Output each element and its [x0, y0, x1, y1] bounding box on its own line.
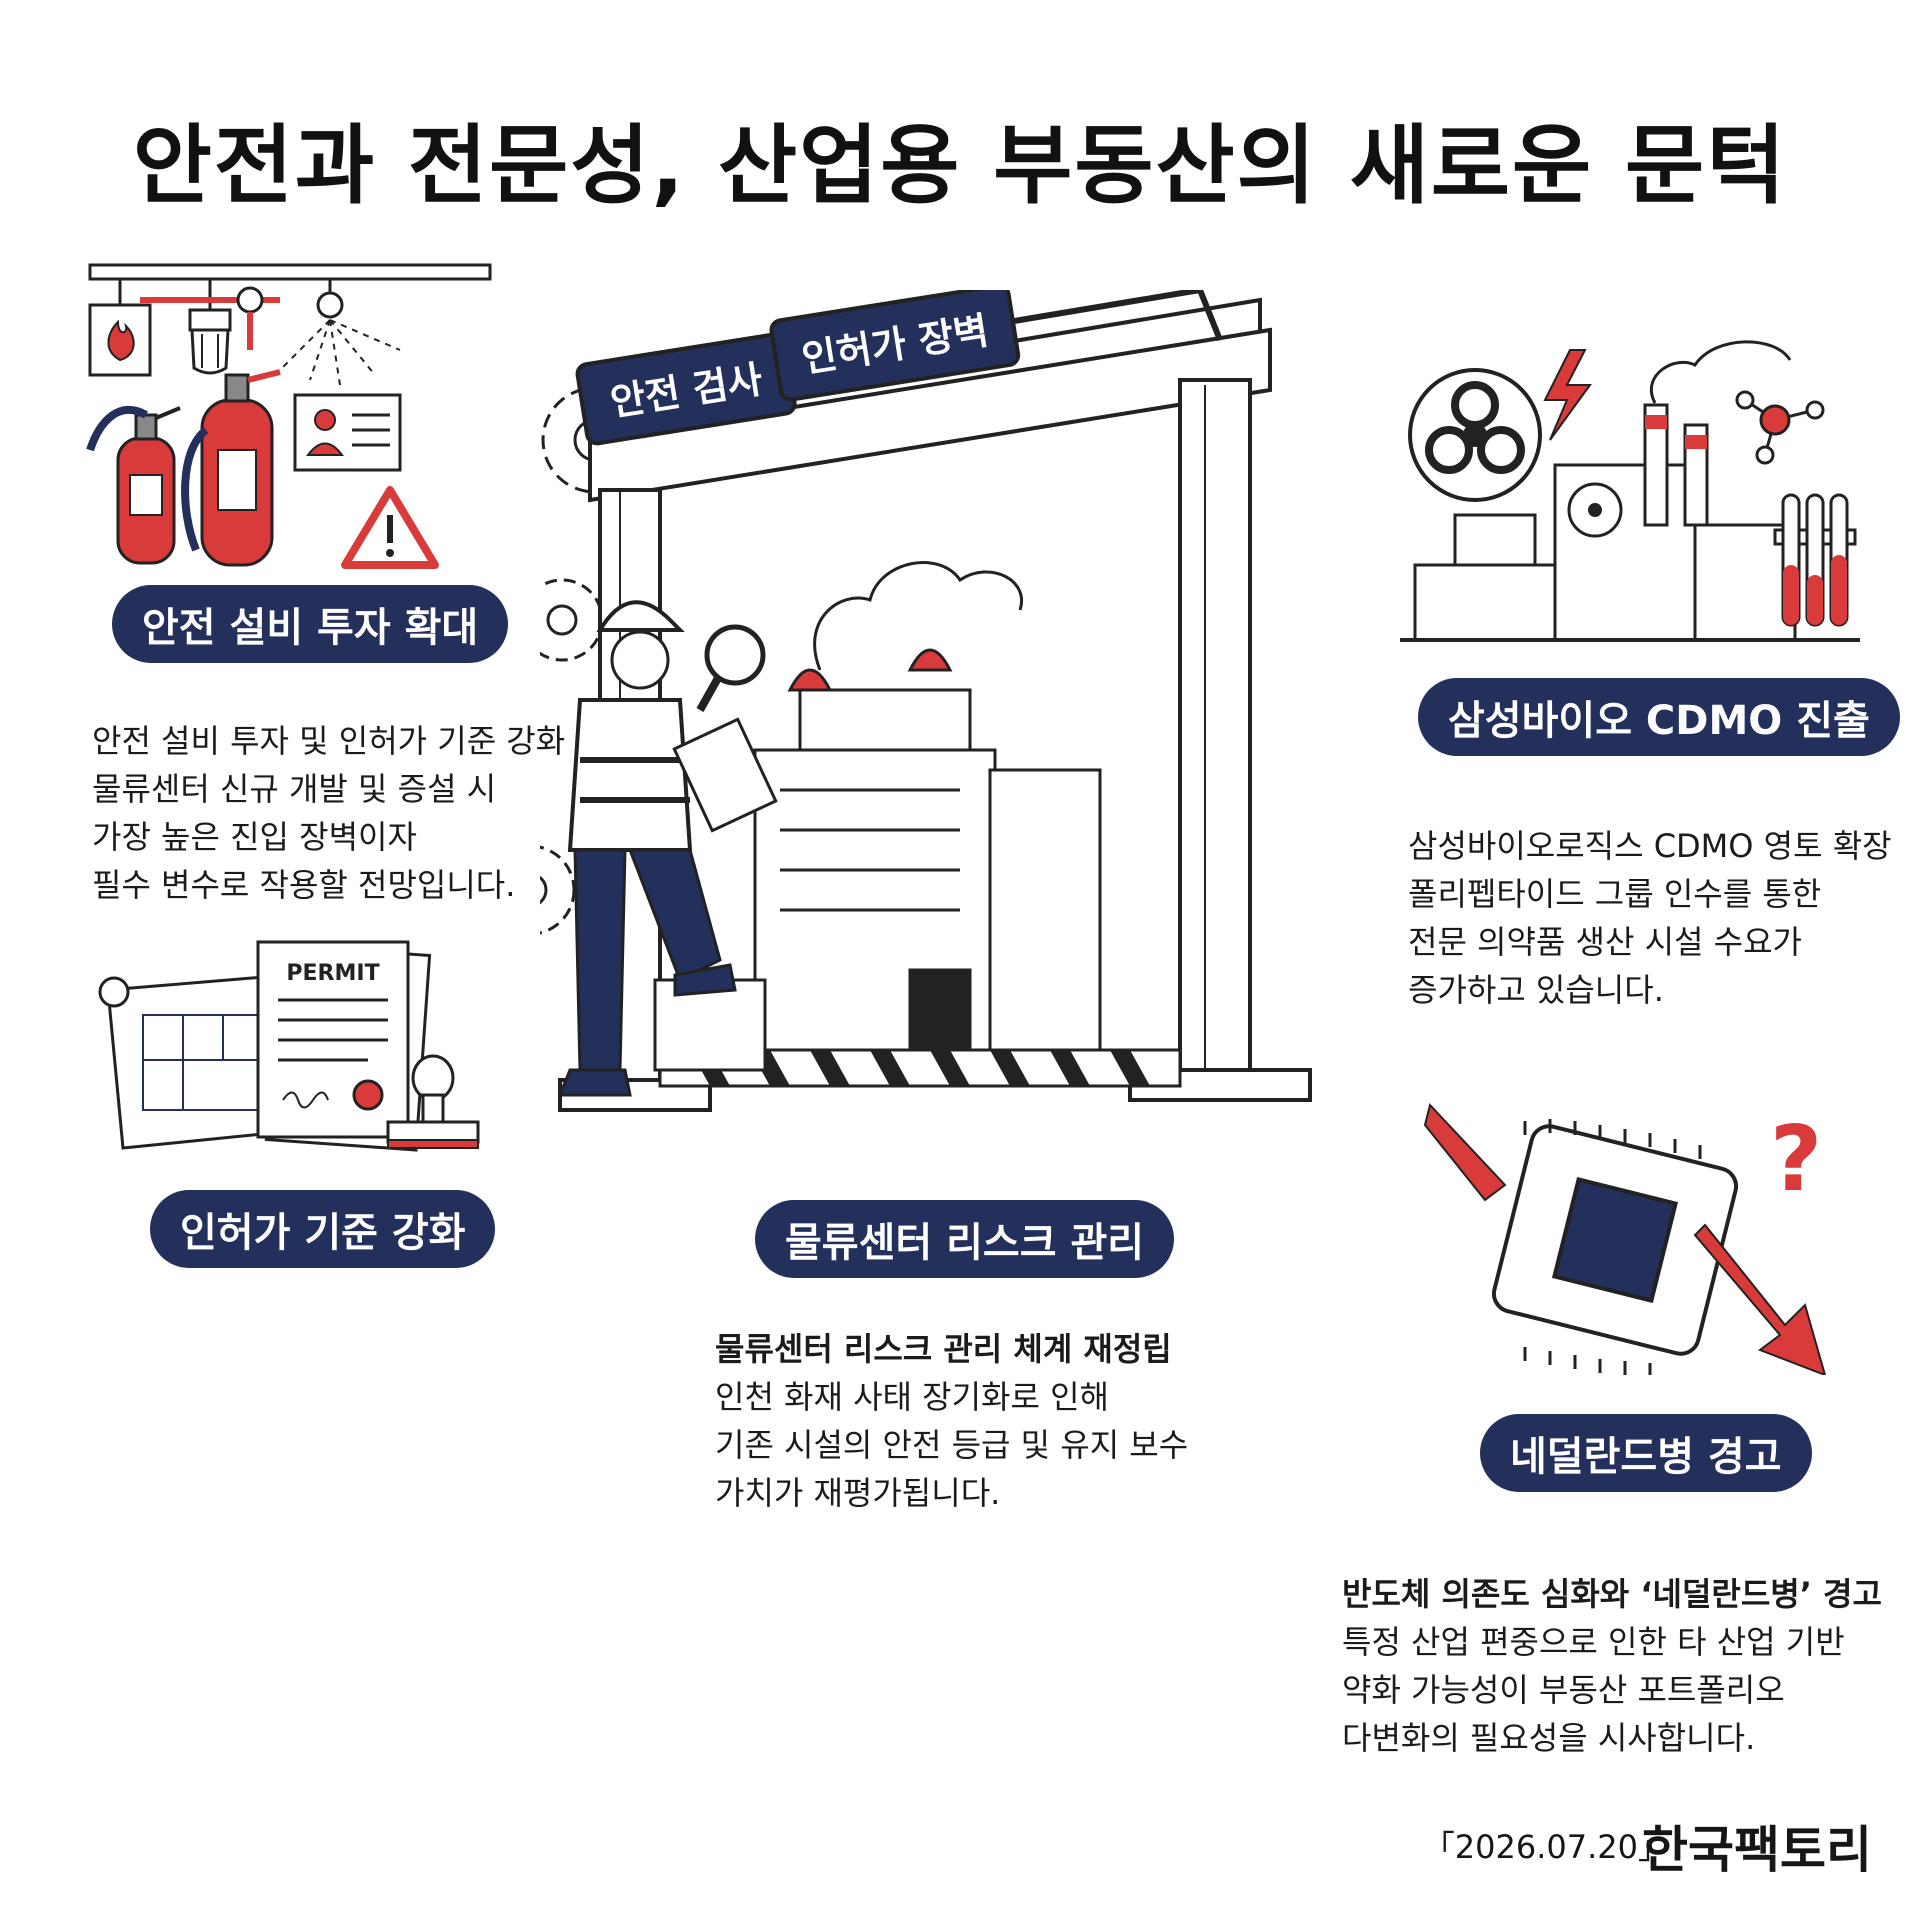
microchip-icon	[1491, 1119, 1739, 1375]
inspector-figure	[557, 600, 778, 1097]
safety-text-line: 안전 설비 투자 및 인허가 기준 강화	[92, 722, 566, 760]
sprinkler-icon	[279, 279, 401, 386]
rubber-stamp-icon	[386, 1054, 480, 1149]
biohazard-small-icon	[1567, 482, 1623, 538]
publish-date: 「2026.07.20」	[1422, 1828, 1670, 1866]
dutch-disease-text: 반도체 의존도 심화와 ‘네덜란드병’ 경고 특정 산업 편중으로 인한 타 산…	[1342, 1570, 1882, 1762]
permit-barrier-sign: 인허가 장벽	[769, 290, 1021, 402]
logistics-text-line: 가치가 재평가됩니다.	[715, 1474, 1001, 1512]
test-tubes-icon	[1773, 493, 1857, 627]
permit-documents-illustration: PERMIT	[98, 940, 480, 1152]
blueprint-icon	[98, 973, 305, 1150]
chimney-smoke	[1649, 340, 1792, 404]
brand-name: 한국팩토리	[1642, 1821, 1872, 1879]
safety-investment-label: 안전 설비 투자 확대	[112, 585, 509, 663]
samsung-cdmo-label: 삼성바이오 CDMO 진출	[1418, 678, 1900, 756]
factory-building	[753, 688, 1102, 1052]
permit-document-title: PERMIT	[286, 961, 379, 986]
ceiling-lamp-icon	[188, 279, 232, 375]
permit-document-icon: PERMIT	[256, 940, 432, 1152]
fire-extinguisher-small-icon	[86, 406, 181, 565]
decline-arrow-icon	[1423, 1102, 1507, 1202]
logistics-text-line: 기존 시설의 안전 등급 및 유지 보수	[715, 1426, 1189, 1464]
samsung-text-line: 증가하고 있습니다.	[1408, 971, 1664, 1009]
dutch-text-line: 특정 산업 편중으로 인한 타 산업 기반	[1342, 1623, 1845, 1661]
fire-safety-illustration	[86, 263, 492, 569]
smoke-cloud	[813, 561, 1024, 671]
samsung-text-line: 폴리펩타이드 그룹 인수를 통한	[1408, 875, 1822, 913]
crate	[653, 978, 767, 1072]
safety-id-board-icon	[293, 393, 402, 472]
dutch-text-line: 약화 가능성이 부동산 포트폴리오	[1342, 1671, 1785, 1709]
warning-triangle-icon	[341, 486, 439, 569]
safety-gate-illustration: 안전 검사 인허가 장벽	[540, 290, 1312, 1112]
logistics-risk-label: 물류센터 리스크 관리	[755, 1200, 1175, 1278]
semiconductor-decline-illustration: ?	[1423, 1102, 1827, 1375]
fire-extinguisher-large-icon	[181, 369, 281, 567]
dutch-disease-label: 네덜란드병 경고	[1480, 1414, 1812, 1492]
question-mark-icon: ?	[1770, 1107, 1822, 1212]
logistics-text-line: 인천 화재 사태 장기화로 인해	[715, 1378, 1109, 1416]
dutch-disease-heading: 반도체 의존도 심화와 ‘네덜란드병’ 경고	[1342, 1575, 1882, 1613]
samsung-text-line: 전문 의약품 생산 시설 수요가	[1408, 923, 1802, 961]
safety-text-line: 가장 높은 진입 장벽이자	[92, 818, 417, 856]
dutch-text-line: 다변화의 필요성을 시사합니다.	[1342, 1719, 1756, 1757]
biotech-plant-illustration	[1400, 340, 1860, 642]
magnifying-glass-icon	[696, 624, 766, 712]
chimney-icon	[1643, 403, 1709, 527]
samsung-cdmo-text: 삼성바이오로직스 CDMO 영토 확장 폴리펩타이드 그룹 인수를 통한 전문 …	[1408, 822, 1892, 1014]
samsung-text-line: 삼성바이오로직스 CDMO 영토 확장	[1408, 827, 1892, 865]
lightning-icon	[1543, 349, 1592, 441]
safety-investment-text: 안전 설비 투자 및 인허가 기준 강화 물류센터 신규 개발 및 증설 시 가…	[92, 717, 565, 909]
logistics-risk-heading: 물류센터 리스크 관리 체계 재정립	[715, 1330, 1172, 1368]
alarm-light-icon	[787, 648, 953, 692]
safety-text-line: 물류센터 신규 개발 및 증설 시	[92, 770, 497, 808]
page-title: 안전과 전문성, 산업용 부동산의 새로운 문턱	[132, 116, 1788, 216]
logistics-risk-text: 물류센터 리스크 관리 체계 재정립 인천 화재 사태 장기화로 인해 기존 시…	[715, 1325, 1188, 1517]
molecule-icon	[1735, 390, 1825, 465]
permit-standards-label: 인허가 기준 강화	[150, 1190, 496, 1268]
biohazard-icon	[1408, 368, 1542, 502]
safety-inspection-sign: 안전 검사	[575, 332, 797, 446]
safety-text-line: 필수 변수로 작용할 전망입니다.	[92, 866, 516, 904]
fire-sign-icon	[88, 303, 152, 377]
